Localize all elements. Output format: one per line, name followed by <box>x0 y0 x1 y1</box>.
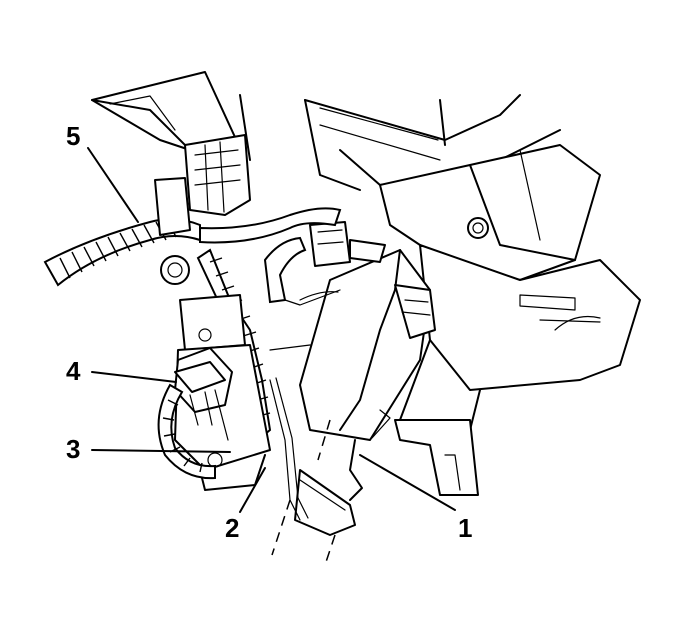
callout-2: 2 <box>225 513 239 543</box>
callout-1: 1 <box>458 513 472 543</box>
callout-leaders <box>87 147 456 513</box>
callout-5: 5 <box>66 121 80 151</box>
install-path-dashes <box>271 419 336 566</box>
leader-4 <box>91 371 177 383</box>
leader-2 <box>239 467 266 513</box>
callout-3: 3 <box>66 434 80 464</box>
leader-1 <box>359 454 456 511</box>
callout-4: 4 <box>66 356 81 386</box>
hvac-housing <box>379 144 641 496</box>
relay-connector <box>174 347 233 441</box>
upper-dash-structure <box>91 71 561 191</box>
leader-5 <box>87 147 139 223</box>
upper-connector <box>309 221 386 267</box>
wire-leads <box>269 289 341 521</box>
leader-3 <box>91 449 231 453</box>
module-body <box>294 249 436 536</box>
